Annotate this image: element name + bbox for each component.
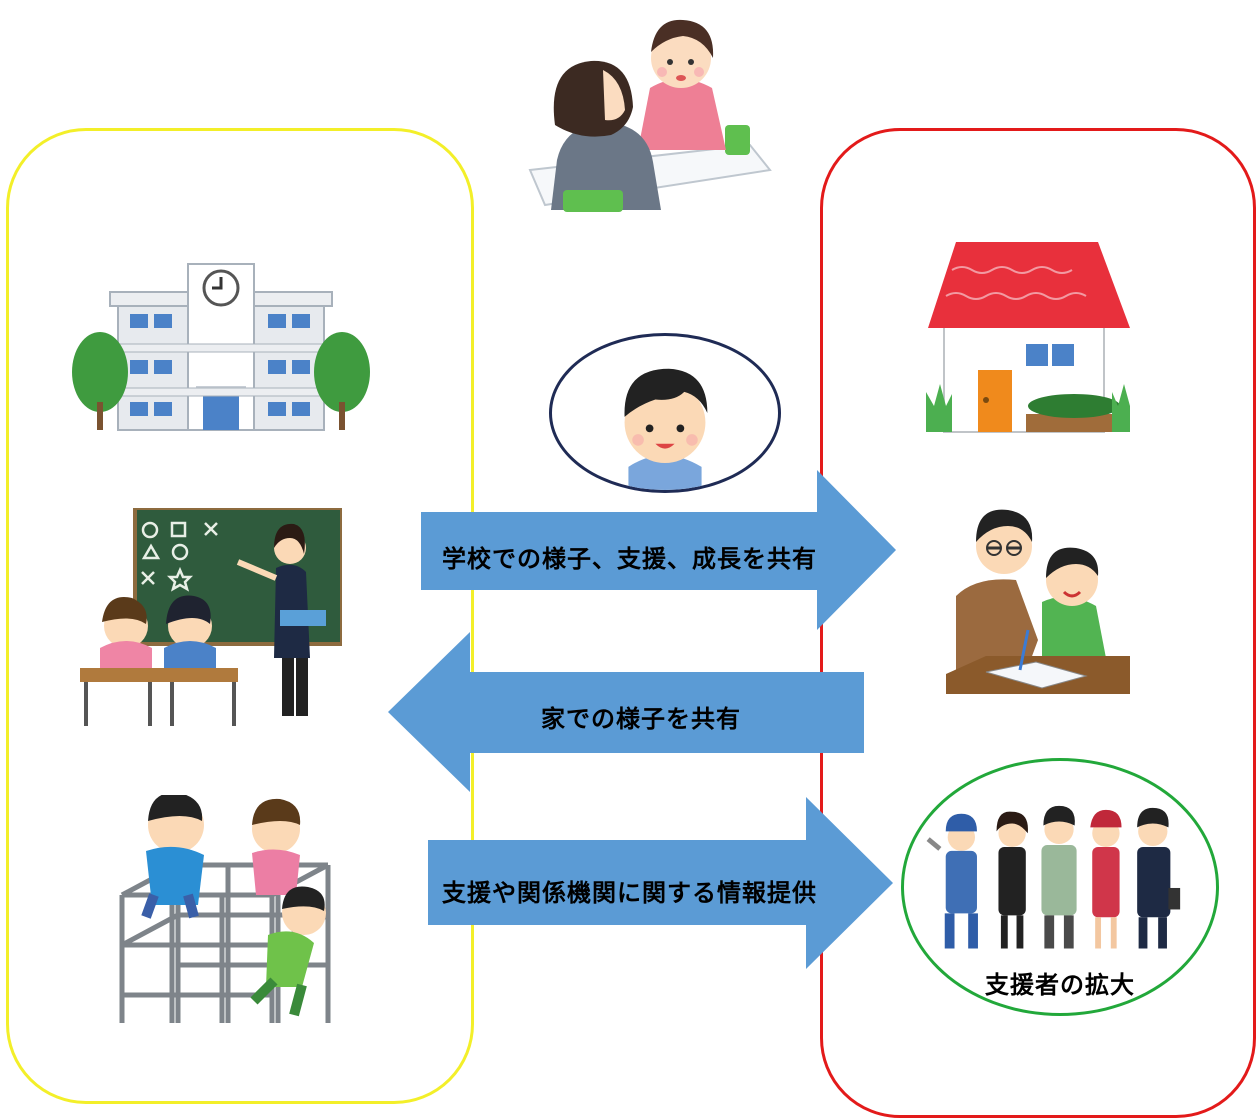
child-icon: [624, 368, 708, 490]
supporters-group-icon: [926, 805, 1181, 949]
school-panel: [6, 128, 474, 1104]
consultation-icon: [525, 10, 775, 215]
child-oval: [549, 333, 781, 493]
school-to-home-arrow: [421, 470, 896, 630]
info-to-supporters-arrow: [428, 797, 893, 969]
supporters-circle: 支援者の拡大: [901, 758, 1219, 1016]
school-building-icon: [70, 262, 370, 434]
home-to-school-arrow: [388, 632, 864, 792]
house-icon: [922, 240, 1132, 435]
school-to-home-label: 学校での様子、支援、成長を共有: [442, 545, 817, 573]
info-to-supporters-label: 支援や関係機関に関する情報提供: [442, 879, 817, 907]
supporters-label: 支援者の拡大: [985, 971, 1135, 999]
parent-child-study-icon: [946, 506, 1130, 694]
classroom-icon: [80, 508, 342, 730]
jungle-gym-icon: [118, 795, 336, 1023]
home-to-school-label: 家での様子を共有: [541, 705, 741, 733]
